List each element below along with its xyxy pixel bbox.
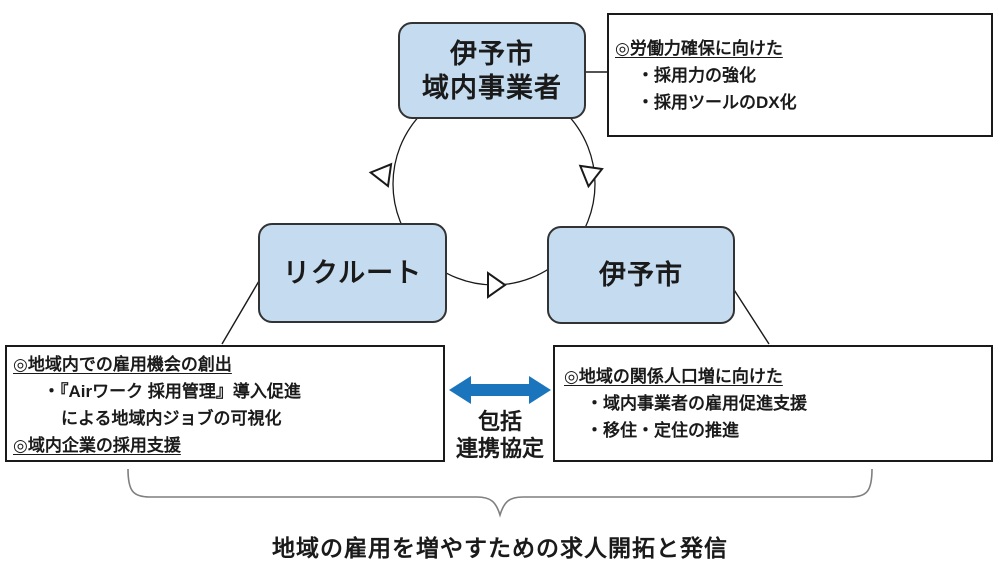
brace-icon xyxy=(127,468,873,518)
agreement-label-line2: 連携協定 xyxy=(455,436,544,461)
note-workforce: ◎労働力確保に向けた ・採用力の強化 ・採用ツールのDX化 xyxy=(607,13,993,137)
node-iyo-label: 伊予市 xyxy=(599,260,683,290)
cycle-arrowhead-up-icon xyxy=(578,164,604,189)
note-recruit-side-heading1: ◎地域内での雇用機会の創出 xyxy=(13,355,232,374)
note-recruit-side-heading2: ◎域内企業の採用支援 xyxy=(13,436,181,455)
node-business: 伊予市 域内事業者 xyxy=(398,22,586,119)
connector-recruit-note xyxy=(221,280,260,345)
agreement-label-line1: 包括 xyxy=(477,409,522,434)
note-workforce-heading: ◎労働力確保に向けた xyxy=(615,38,783,58)
bottom-caption: 地域の雇用を増やすための求人開拓と発信 xyxy=(272,535,728,561)
double-arrow-icon xyxy=(449,376,551,404)
connector-iyo-note xyxy=(728,281,770,345)
note-recruit-side: ◎地域内での雇用機会の創出 ・『Airワーク 採用管理』導入促進 による地域内ジ… xyxy=(5,345,445,462)
note-iyo-side-item: ・域内事業者の雇用促進支援 xyxy=(586,394,807,413)
note-workforce-item: ・採用力の強化 xyxy=(637,65,756,85)
cycle-arrowhead-down-icon xyxy=(368,162,393,188)
note-recruit-side-item1-cont: による地域内ジョブの可視化 xyxy=(61,409,282,428)
node-business-label-line2: 域内事業者 xyxy=(422,72,562,103)
node-recruit: リクルート xyxy=(258,223,447,323)
cycle-arrowhead-right-icon xyxy=(487,271,507,299)
note-iyo-side: ◎地域の関係人口増に向けた ・域内事業者の雇用促進支援 ・移住・定住の推進 xyxy=(553,345,993,462)
note-recruit-side-item1: ・『Airワーク 採用管理』導入促進 xyxy=(43,382,301,401)
note-workforce-item: ・採用ツールのDX化 xyxy=(637,92,797,112)
node-business-label-line1: 伊予市 xyxy=(450,38,534,69)
note-iyo-side-item: ・移住・定住の推進 xyxy=(586,421,739,440)
note-iyo-side-heading: ◎地域の関係人口増に向けた xyxy=(564,367,783,386)
node-iyo: 伊予市 xyxy=(547,226,735,324)
node-recruit-label: リクルート xyxy=(282,258,423,288)
agreement-label: 包括 連携協定 xyxy=(420,408,580,462)
